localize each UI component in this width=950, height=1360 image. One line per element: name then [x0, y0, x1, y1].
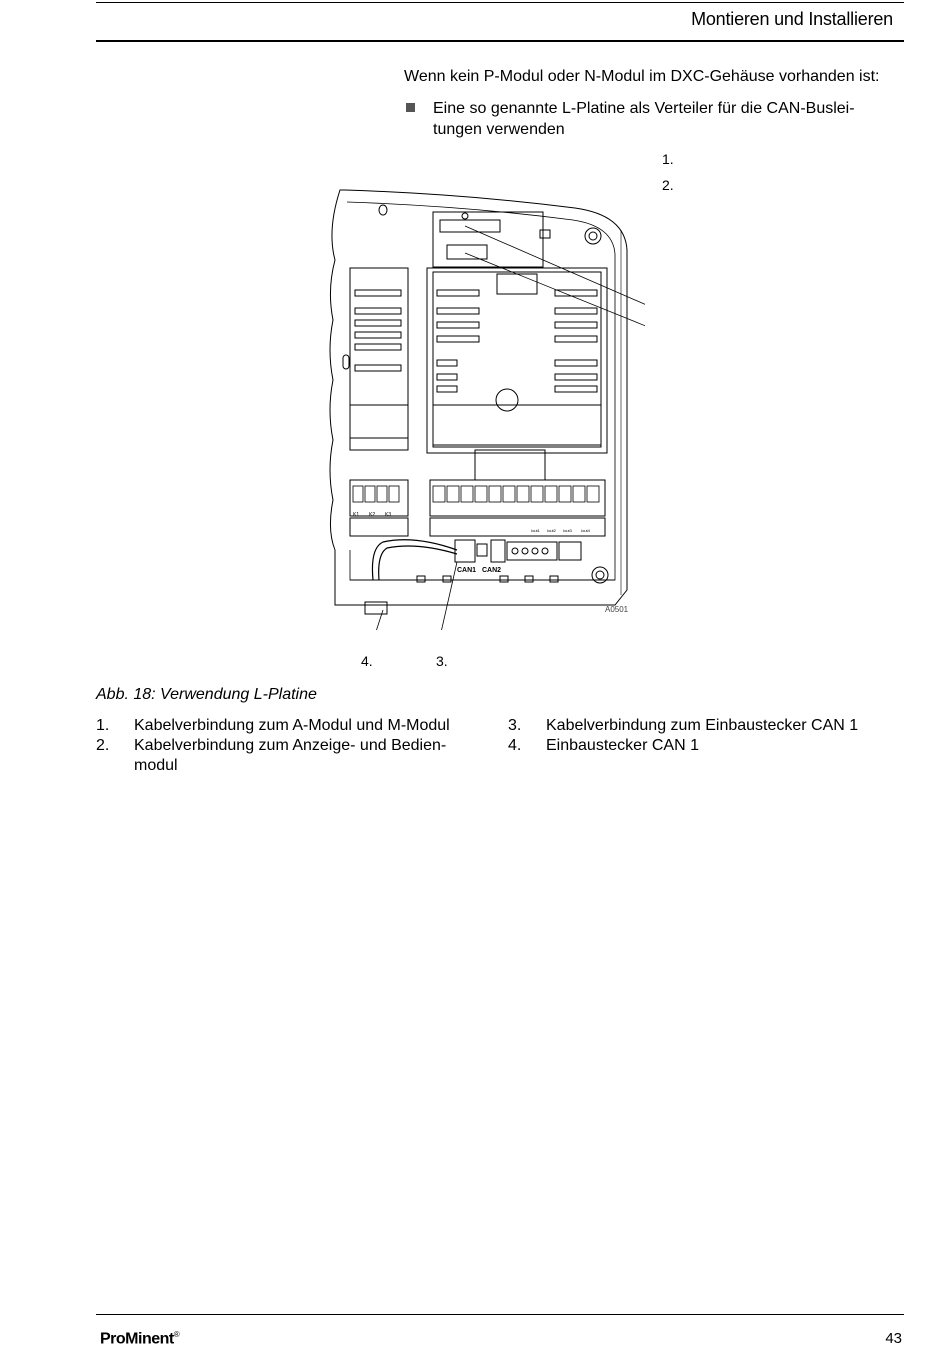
- legend-number: 4.: [508, 737, 522, 754]
- footer-rule: [96, 1314, 904, 1315]
- can1-label: CAN1: [457, 567, 476, 574]
- header-top-rule: [96, 2, 904, 3]
- k2-label: K2: [369, 512, 375, 518]
- legend-text: Einbaustecker CAN 1: [546, 736, 699, 756]
- square-bullet-icon: [406, 103, 415, 112]
- callout-1: 1.: [662, 151, 674, 167]
- iout3-label: Iout3: [563, 528, 573, 533]
- legend-text: Kabelverbindung zum Einbaustecker CAN 1: [546, 716, 858, 736]
- bullet-text: Eine so genannte L-Platine als Verteiler…: [433, 98, 893, 140]
- page-number: 43: [885, 1330, 902, 1347]
- legend-line: Kabelverbindung zum A-Modul und M-Modul: [134, 717, 450, 734]
- legend-line: Kabelverbindung zum Anzeige- und Bedien-: [134, 737, 447, 754]
- legend-number: 3.: [508, 717, 522, 734]
- callout-3: 3.: [436, 653, 448, 669]
- brand-logo: ProMinent®: [100, 1330, 180, 1348]
- legend-text: Kabelverbindung zum A-Modul und M-Modul: [134, 716, 450, 736]
- iout1-label: Iout1: [531, 528, 541, 533]
- intro-text: Wenn kein P-Modul oder N-Modul im DXC-Ge…: [404, 68, 880, 85]
- legend-line: Kabelverbindung zum Einbaustecker CAN 1: [546, 717, 859, 734]
- k3-label: K3: [385, 512, 391, 518]
- section-title: Montieren und Installieren: [691, 9, 893, 29]
- callout-2: 2.: [662, 177, 674, 193]
- legend-line: Einbaustecker CAN 1: [546, 737, 699, 754]
- legend-text: Kabelverbindung zum Anzeige- und Bedien-…: [134, 736, 446, 776]
- legend-line: modul: [134, 757, 178, 774]
- figure-code: A0501: [605, 605, 629, 614]
- bullet-line-2: tungen verwenden: [433, 121, 565, 138]
- legend-number: 1.: [96, 717, 110, 734]
- k1-label: K1: [353, 512, 359, 518]
- can2-label: CAN2: [482, 567, 501, 574]
- housing-drawing: A0501 CAN1 CAN2 K1 K2 K3 Iout1 Iout2 Iou…: [325, 150, 659, 651]
- header-rule: [96, 40, 904, 42]
- iout4-label: Iout4: [581, 528, 591, 533]
- callout-4: 4.: [361, 653, 373, 669]
- legend-number: 2.: [96, 737, 110, 754]
- iout2-label: Iout2: [547, 528, 557, 533]
- logo-text: ProMinent: [100, 1330, 174, 1348]
- figure-caption: Abb. 18: Verwendung L-Platine: [96, 686, 317, 703]
- bullet-line-1: Eine so genannte L-Platine als Verteiler…: [433, 100, 855, 117]
